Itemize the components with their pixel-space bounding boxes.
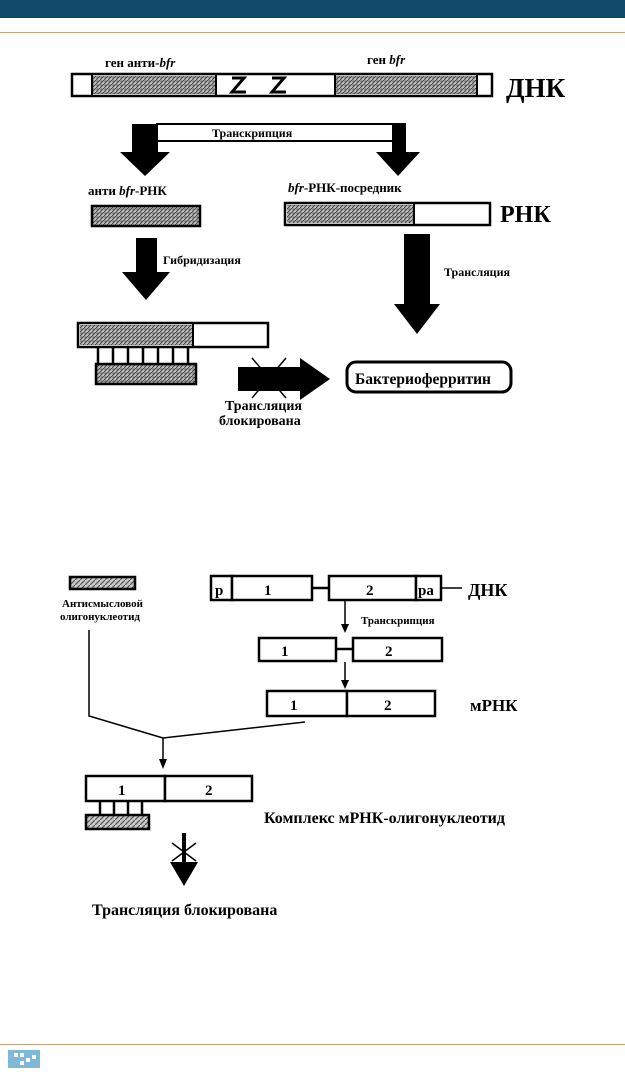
block-cross-2	[171, 842, 197, 862]
complex-exon-1-label: 1	[118, 783, 126, 799]
break-symbol	[228, 76, 248, 94]
blocked-line-2: блокирована	[219, 414, 301, 429]
translation-label: Трансляция	[444, 265, 511, 279]
bfr-mrna	[283, 201, 492, 227]
product-label: Бактериоферритин	[355, 371, 491, 388]
transcription-label: Транскрипция	[212, 126, 293, 140]
pre-exon-2-label: 2	[385, 644, 393, 660]
complex-exon-2-label: 2	[205, 783, 213, 799]
pre-exon-1-label: 1	[281, 644, 289, 660]
oligo-path	[88, 630, 164, 739]
header-rule	[0, 32, 625, 33]
pa-label: pa	[418, 583, 434, 599]
hybridization-label: Гибридизация	[163, 253, 241, 267]
mrna-exon-2-label: 2	[384, 698, 392, 714]
gene-anti-bfr-label: ген анти-bfr	[105, 55, 176, 70]
exon-2-box	[327, 574, 418, 602]
rna-label: РНК	[500, 202, 551, 228]
exon-1-box	[230, 574, 314, 602]
dna2-label: ДНК	[468, 580, 507, 600]
translation-arrow	[394, 234, 440, 334]
hybrid-complex	[76, 321, 270, 386]
break-symbol	[268, 76, 288, 94]
transcription-arrow-left	[120, 124, 170, 176]
antisense-label-1: Антисмысловой	[62, 598, 144, 610]
hybridization-arrow	[122, 238, 170, 300]
gene-bfr-segment	[335, 76, 477, 94]
mrna-oligo-complex	[84, 774, 254, 831]
block-cross	[251, 357, 287, 399]
publisher-logo-icon	[8, 1050, 40, 1068]
complex-label: Комплекс мРНК-олигонуклеотид	[264, 810, 505, 827]
pre-mrna	[257, 636, 444, 663]
dna-gene	[209, 574, 443, 602]
gene-anti-bfr-segment	[92, 76, 216, 94]
blocked-translation-arrow	[238, 358, 330, 400]
blocked-line-1: Трансляция	[225, 399, 302, 414]
anti-bfr-rna	[90, 204, 202, 228]
anti-bfr-rna-label: анти bfr-РНК	[88, 183, 167, 198]
bfr-mrna-label: bfr-РНК-посредник	[288, 180, 402, 195]
mrna-label: мРНК	[470, 696, 518, 715]
footer-rule	[0, 1044, 625, 1045]
gene-bfr-label: ген bfr	[367, 52, 406, 67]
mrna-path	[162, 721, 306, 739]
header-bar	[0, 0, 625, 18]
antisense-oligo	[68, 575, 137, 591]
exon-2-label: 2	[366, 583, 374, 599]
antisense-label-2: олигонуклеотид	[60, 611, 140, 623]
dna-strand	[70, 72, 494, 98]
blocked2-label: Трансляция блокирована	[92, 902, 277, 919]
transcription2-label: Транскрипция	[361, 615, 435, 627]
mature-mrna	[265, 689, 437, 718]
promoter-label: p	[215, 583, 223, 599]
dna-label: ДНК	[506, 73, 566, 103]
transcription-arrow-right	[376, 124, 420, 176]
exon-1-label: 1	[264, 583, 272, 599]
mrna-exon-1-label: 1	[290, 698, 298, 714]
product-box	[345, 360, 513, 394]
